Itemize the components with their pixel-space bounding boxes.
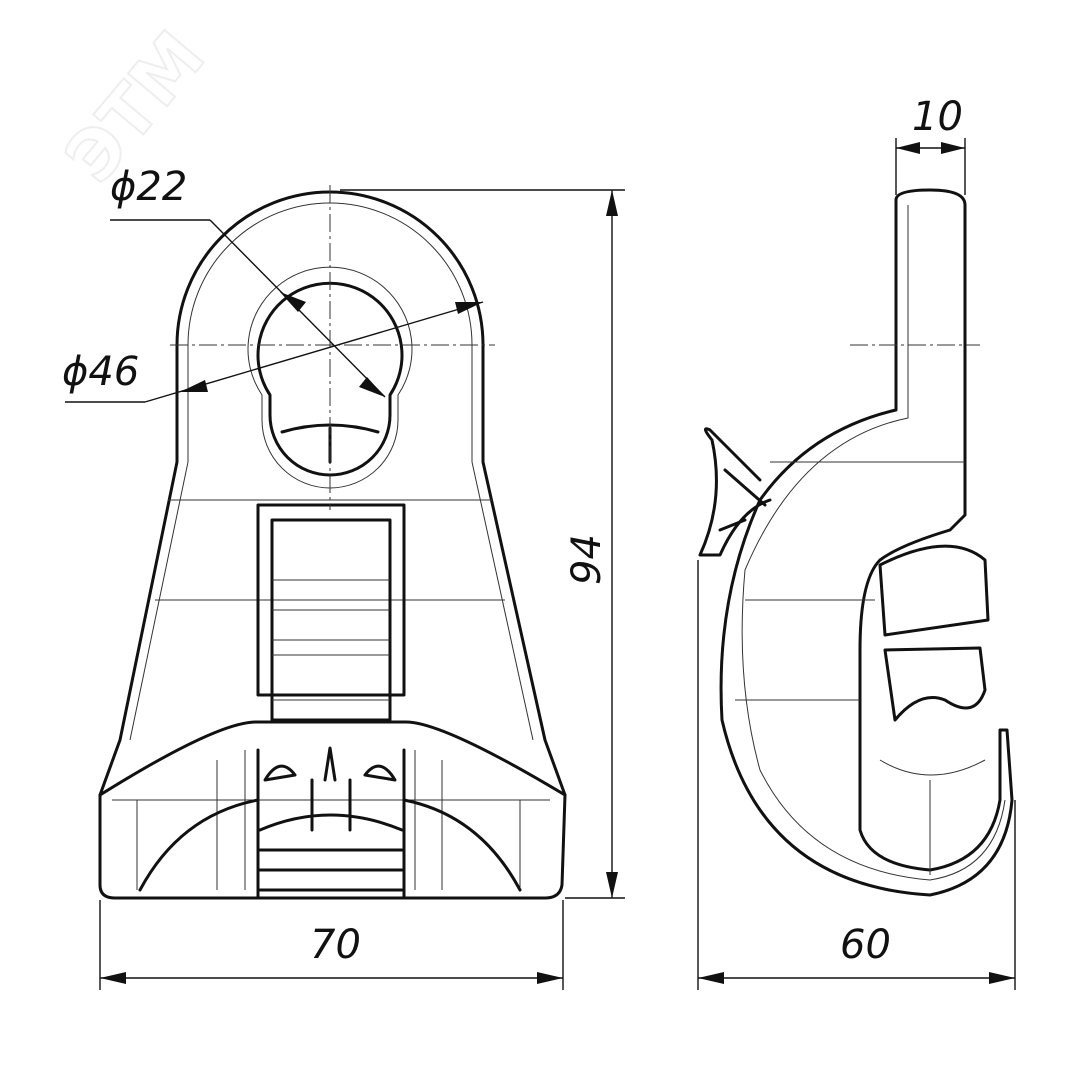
dim-label-hole-diameter: ϕ22 bbox=[110, 164, 187, 210]
dimension-labels: ϕ22 ϕ46 94 70 60 10 bbox=[62, 94, 963, 968]
front-outline bbox=[98, 190, 567, 900]
eye-hole bbox=[256, 281, 404, 477]
dim-label-height: 94 bbox=[564, 534, 610, 585]
dim-label-eye-diameter: ϕ46 bbox=[62, 349, 139, 395]
clamp-block bbox=[256, 503, 406, 697]
dim-label-hook-thickness: 10 bbox=[912, 94, 963, 140]
side-view bbox=[698, 188, 1014, 897]
dim-label-width: 70 bbox=[310, 922, 361, 968]
front-inner-outline bbox=[129, 202, 534, 741]
front-view bbox=[98, 185, 567, 900]
side-outline bbox=[719, 188, 1014, 897]
dimension-lines bbox=[65, 138, 1016, 990]
dim-label-depth: 60 bbox=[840, 922, 891, 968]
